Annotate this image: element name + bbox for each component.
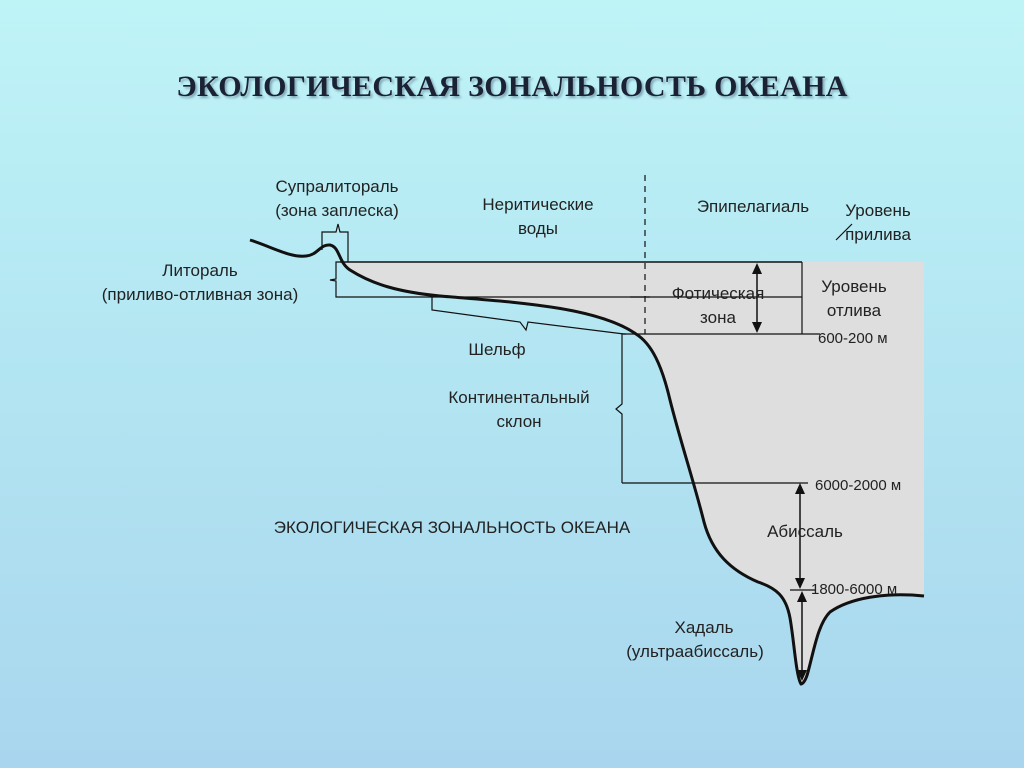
littoral-bracket — [329, 261, 340, 298]
continental-slope-bracket — [615, 333, 628, 483]
supralittoral-label-1: Супралитораль — [275, 177, 398, 196]
hadal-arrow-down — [797, 670, 807, 681]
neritic-label-2: воды — [518, 219, 558, 238]
hadal-label-2: (ультраабиссаль) — [626, 642, 764, 661]
low-tide-label-2: отлива — [827, 301, 882, 320]
littoral-label-2: (приливо-отливная зона) — [102, 285, 298, 304]
photic-label-2: зона — [700, 308, 736, 327]
abyssal-label: Абиссаль — [767, 522, 843, 541]
high-tide-label-1: Уровень — [845, 201, 911, 220]
depth-label-3: 1800-6000 м — [811, 581, 897, 598]
photic-arrow-down — [752, 322, 762, 333]
epipelagic-label: Эпипелагиаль — [697, 197, 809, 216]
shelf-label: Шельф — [468, 340, 525, 359]
neritic-label-1: Неритические — [482, 195, 593, 214]
diagram-caption: ЭКОЛОГИЧЕСКАЯ ЗОНАЛЬНОСТЬ ОКЕАНА — [274, 518, 631, 537]
continental-slope-label-1: Континентальный — [448, 388, 589, 407]
slide-title: ЭКОЛОГИЧЕСКАЯ ЗОНАЛЬНОСТЬ ОКЕАНА — [176, 70, 848, 103]
abyssal-arrow-down — [795, 578, 805, 589]
supralittoral-bracket — [321, 223, 349, 262]
supralittoral-label-2: (зона заплеска) — [275, 201, 399, 220]
high-tide-pointer — [835, 223, 853, 241]
abyssal-arrow-up — [795, 483, 805, 494]
photic-label-1: Фотическая — [672, 284, 765, 303]
ocean-water — [340, 262, 924, 684]
littoral-label-1: Литораль — [162, 261, 238, 280]
depth-label-2: 6000-2000 м — [815, 477, 901, 494]
hadal-label-1: Хадаль — [675, 618, 734, 637]
seabed-profile — [249, 238, 925, 686]
continental-slope-label-2: склон — [496, 412, 541, 431]
hadal-arrow-up — [797, 591, 807, 602]
low-tide-label-1: Уровень — [821, 277, 887, 296]
photic-arrow-up — [752, 263, 762, 274]
depth-label-1: 600-200 м — [818, 330, 888, 347]
high-tide-label-2: прилива — [845, 225, 911, 244]
